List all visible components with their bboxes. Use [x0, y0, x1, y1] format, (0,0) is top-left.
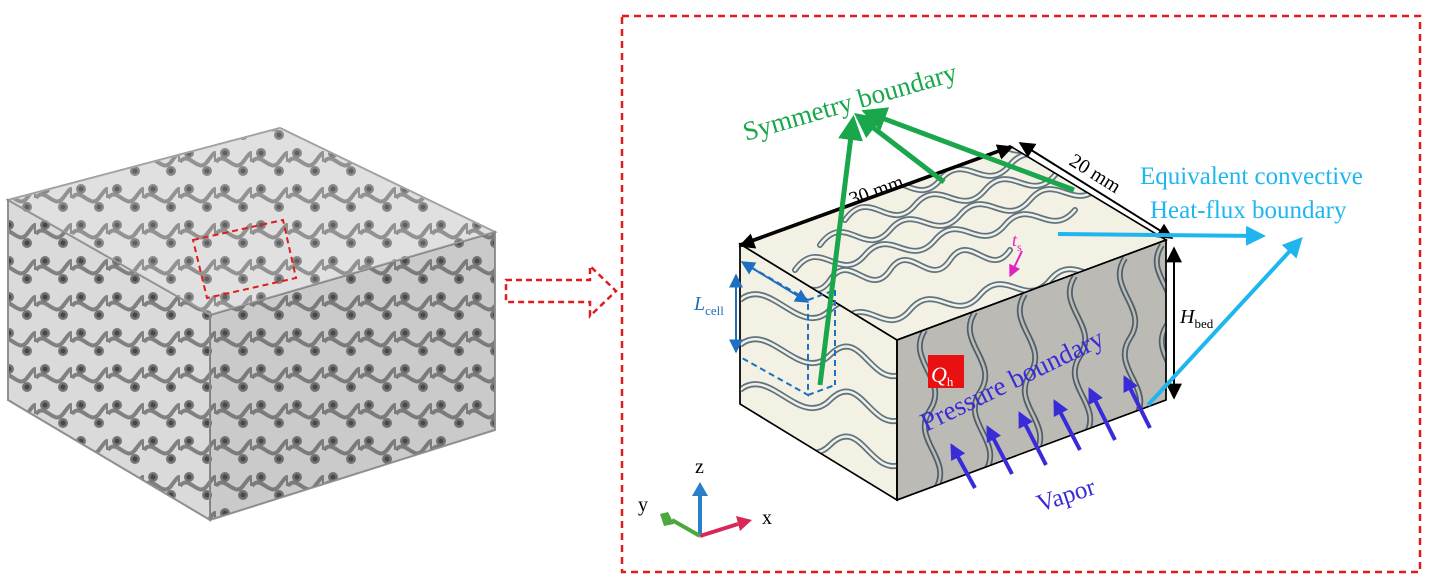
symmetry-arrows — [817, 107, 1075, 386]
axis-x-label: x — [762, 507, 772, 529]
t-s-label: ts — [1012, 230, 1022, 254]
dim-30mm — [738, 144, 1014, 249]
vapor-label: Vapor — [1034, 473, 1100, 517]
l-cell-top-dim — [740, 261, 810, 303]
detail-frame — [620, 14, 1422, 574]
heat-flux-boundary-label: Heat-flux boundary — [1150, 197, 1347, 224]
l-cell-label: Lcell — [693, 293, 724, 318]
q-h-label: Qh — [931, 362, 954, 389]
heat-flux-arrows — [1057, 225, 1303, 407]
lattice-side-face — [209, 230, 496, 522]
h-bed-label: Hbed — [1179, 306, 1214, 331]
hollow-right-arrow — [504, 263, 618, 319]
axis-y-label: y — [638, 494, 648, 516]
t-s-arrow — [1009, 250, 1023, 278]
coordinate-axes — [660, 482, 752, 538]
axis-z-label: z — [695, 456, 704, 478]
gyroid-lattice-block — [5, 126, 498, 522]
selection-box — [191, 218, 298, 300]
q-h-box — [928, 355, 964, 388]
equivalent-convective-label: Equivalent convective — [1140, 163, 1363, 190]
dim-20mm — [1018, 142, 1174, 239]
vapor-arrows — [950, 375, 1152, 489]
